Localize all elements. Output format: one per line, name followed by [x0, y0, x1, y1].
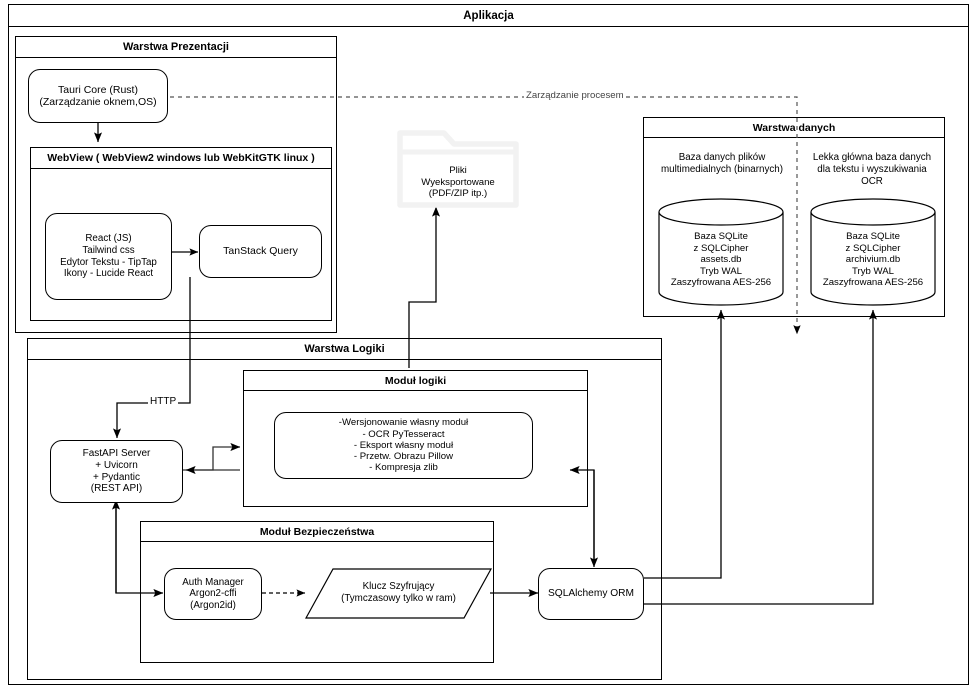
node-auth-manager-label: Auth Manager Argon2-cffi (Argon2id): [182, 576, 244, 611]
edge-fastapi-to-logic-module: [183, 442, 241, 471]
edge-process-management-dashed: [170, 96, 801, 335]
node-react[interactable]: React (JS) Tailwind css Edytor Tekstu - …: [45, 213, 172, 300]
container-modul-logiki: Moduł logiki: [243, 370, 588, 507]
node-fastapi-server-label: FastAPI Server + Uvicorn + Pydantic (RES…: [82, 447, 151, 495]
container-warstwa-danych-title: Warstwa danych: [644, 118, 944, 138]
edge-logic-to-exported-files: [408, 206, 441, 368]
container-modul-logiki-title: Moduł logiki: [244, 371, 587, 391]
cylinder-icon: [658, 198, 784, 306]
node-logic-features-label: -Wersjonowanie własny moduł - OCR PyTess…: [338, 417, 469, 474]
folder-icon: [397, 130, 519, 208]
node-tanstack-query[interactable]: TanStack Query: [199, 225, 322, 278]
container-warstwa-danych: Warstwa danych: [643, 117, 945, 317]
container-webview: WebView ( WebView2 windows lub WebKitGTK…: [30, 147, 332, 321]
node-archivium-db[interactable]: Baza SQLite z SQLCipher archivium.db Try…: [809, 198, 937, 306]
edge-sqlalchemy-to-assets-db: [644, 309, 726, 579]
node-exported-files[interactable]: Pliki Wyeksportowane (PDF/ZIP itp.): [397, 128, 519, 208]
node-sqlalchemy-orm[interactable]: SQLAlchemy ORM: [538, 568, 644, 620]
node-logic-features[interactable]: -Wersjonowanie własny moduł - OCR PyTess…: [274, 412, 533, 479]
node-encryption-key-label: Klucz Szyfrujący (Tymczasowy tylko w ram…: [341, 581, 456, 604]
node-react-label: React (JS) Tailwind css Edytor Tekstu - …: [60, 233, 157, 280]
container-warstwa-logiki: Warstwa Logiki: [27, 338, 662, 680]
edge-fastapi-to-auth-manager: [115, 503, 164, 598]
node-exported-files-label: Pliki Wyeksportowane (PDF/ZIP itp.): [421, 165, 495, 200]
node-fastapi-server[interactable]: FastAPI Server + Uvicorn + Pydantic (RES…: [50, 440, 183, 503]
node-auth-manager[interactable]: Auth Manager Argon2-cffi (Argon2id): [164, 568, 262, 620]
node-encryption-key[interactable]: Klucz Szyfrujący (Tymczasowy tylko w ram…: [304, 568, 493, 620]
edge-sqlalchemy-to-archivium-db: [644, 309, 878, 605]
node-assets-db-label: Baza SQLite z SQLCipher assets.db Tryb W…: [670, 231, 772, 288]
container-warstwa-prezentacji: Warstwa Prezentacji: [15, 36, 337, 333]
edge-sqlalchemy-to-logic-module: [569, 465, 595, 560]
node-tauri-core[interactable]: Tauri Core (Rust) (Zarządzanie oknem,OS): [28, 69, 168, 123]
node-tanstack-query-label: TanStack Query: [223, 245, 298, 258]
edge-label-http: HTTP: [148, 396, 179, 407]
edge-http-tanstack-to-fastapi: [112, 277, 191, 439]
container-aplikacja: Aplikacja: [8, 4, 969, 685]
container-webview-title: WebView ( WebView2 windows lub WebKitGTK…: [31, 148, 331, 169]
container-warstwa-logiki-title: Warstwa Logiki: [28, 339, 661, 360]
container-modul-bezpieczenstwa: Moduł Bezpieczeństwa: [140, 521, 494, 663]
edge-label-process-management: Zarządzanie procesem: [524, 90, 626, 101]
node-archivium-db-label: Baza SQLite z SQLCipher archivium.db Try…: [822, 231, 924, 288]
node-sqlalchemy-orm-label: SQLAlchemy ORM: [547, 587, 635, 599]
caption-archivium-db: Lekka główna baza danych dla tekstu i wy…: [812, 152, 932, 188]
container-warstwa-prezentacji-title: Warstwa Prezentacji: [16, 37, 336, 58]
node-assets-db[interactable]: Baza SQLite z SQLCipher assets.db Tryb W…: [657, 198, 785, 306]
container-aplikacja-title: Aplikacja: [9, 5, 968, 27]
parallelogram-shape: [304, 568, 493, 619]
caption-assets-db: Baza danych plików multimedialnych (bina…: [661, 152, 783, 176]
node-tauri-core-label: Tauri Core (Rust) (Zarządzanie oknem,OS): [39, 83, 157, 108]
container-modul-bezpieczenstwa-title: Moduł Bezpieczeństwa: [141, 522, 493, 542]
cylinder-icon: [810, 198, 936, 306]
